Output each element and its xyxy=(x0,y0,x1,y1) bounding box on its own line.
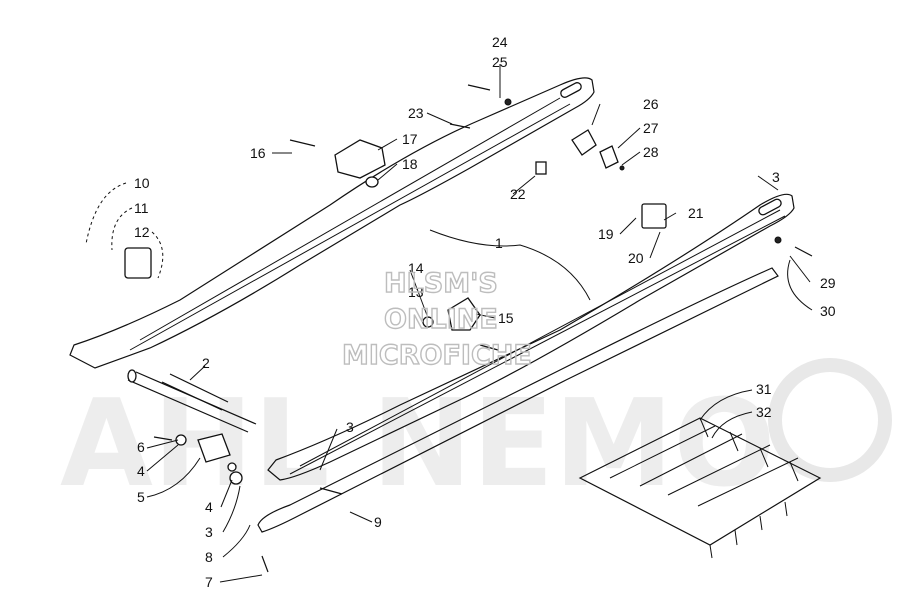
washer-4b xyxy=(229,471,243,485)
callout-16: 16 xyxy=(250,145,266,161)
callout-1: 1 xyxy=(495,235,503,251)
callout-14: 14 xyxy=(408,260,424,276)
bracket-15 xyxy=(447,297,481,331)
callout-2: 2 xyxy=(202,355,210,371)
spacer-27 xyxy=(599,145,619,169)
watermark-line-2: ONLINE xyxy=(384,304,498,335)
callout-18: 18 xyxy=(402,156,418,172)
callout-29: 29 xyxy=(820,275,836,291)
spacer-5 xyxy=(197,433,231,463)
callout-17: 17 xyxy=(402,131,418,147)
bolts-6-7 xyxy=(153,436,269,573)
site-watermark: HLSM'S ONLINE MICROFICHE xyxy=(341,267,532,371)
callout-4-left: 4 xyxy=(137,463,145,479)
lower-slide-rail xyxy=(267,193,795,481)
callout-11: 11 xyxy=(134,200,149,216)
callout-12: 12 xyxy=(134,224,150,240)
callout-21: 21 xyxy=(688,205,704,221)
logo-watermark-text: AHL NEMO xyxy=(60,375,775,514)
logo-wheel-graphic xyxy=(768,358,892,482)
callout-5: 5 xyxy=(137,489,145,505)
watermark-line-1: HLSM'S xyxy=(384,268,498,299)
callout-20: 20 xyxy=(628,250,644,266)
block-26 xyxy=(571,129,597,156)
bushing-18 xyxy=(365,176,379,188)
callout-4-right: 4 xyxy=(205,499,213,515)
callout-24: 24 xyxy=(492,34,508,50)
callout-3-rail: 3 xyxy=(772,169,780,185)
leader-lines xyxy=(85,64,813,583)
callout-13: 13 xyxy=(408,284,424,300)
cross-shaft xyxy=(127,369,257,433)
nut-3 xyxy=(227,462,237,472)
spacer-22 xyxy=(535,161,547,175)
track-section xyxy=(578,417,822,559)
hardware-parts xyxy=(124,84,813,573)
callout-labels: 1 2 3 3 3 4 4 5 6 7 8 9 10 11 12 13 14 1… xyxy=(134,34,836,590)
bolts xyxy=(289,84,813,495)
callout-10: 10 xyxy=(134,175,150,191)
callout-28: 28 xyxy=(643,144,659,160)
callout-22: 22 xyxy=(510,186,526,202)
callout-9: 9 xyxy=(374,514,382,530)
callout-26: 26 xyxy=(643,96,659,112)
callout-7: 7 xyxy=(205,574,213,590)
callout-8: 8 xyxy=(205,549,213,565)
bumper-block-12 xyxy=(124,247,152,279)
callout-15: 15 xyxy=(498,310,514,326)
callout-25: 25 xyxy=(492,54,508,70)
callout-3-lower: 3 xyxy=(205,524,213,540)
callout-6: 6 xyxy=(137,439,145,455)
bumper-block-20 xyxy=(641,203,667,229)
callout-31: 31 xyxy=(756,381,772,397)
upper-slide-rail xyxy=(69,77,595,369)
watermark-line-3: MICROFICHE xyxy=(342,340,532,371)
callout-32: 32 xyxy=(756,404,772,420)
callout-23: 23 xyxy=(408,105,424,121)
callout-30: 30 xyxy=(820,303,836,319)
wear-strip xyxy=(257,267,779,533)
callout-19: 19 xyxy=(598,226,614,242)
bracket-17 xyxy=(334,139,386,179)
callout-27: 27 xyxy=(643,120,659,136)
callout-3-nut: 3 xyxy=(346,419,354,435)
